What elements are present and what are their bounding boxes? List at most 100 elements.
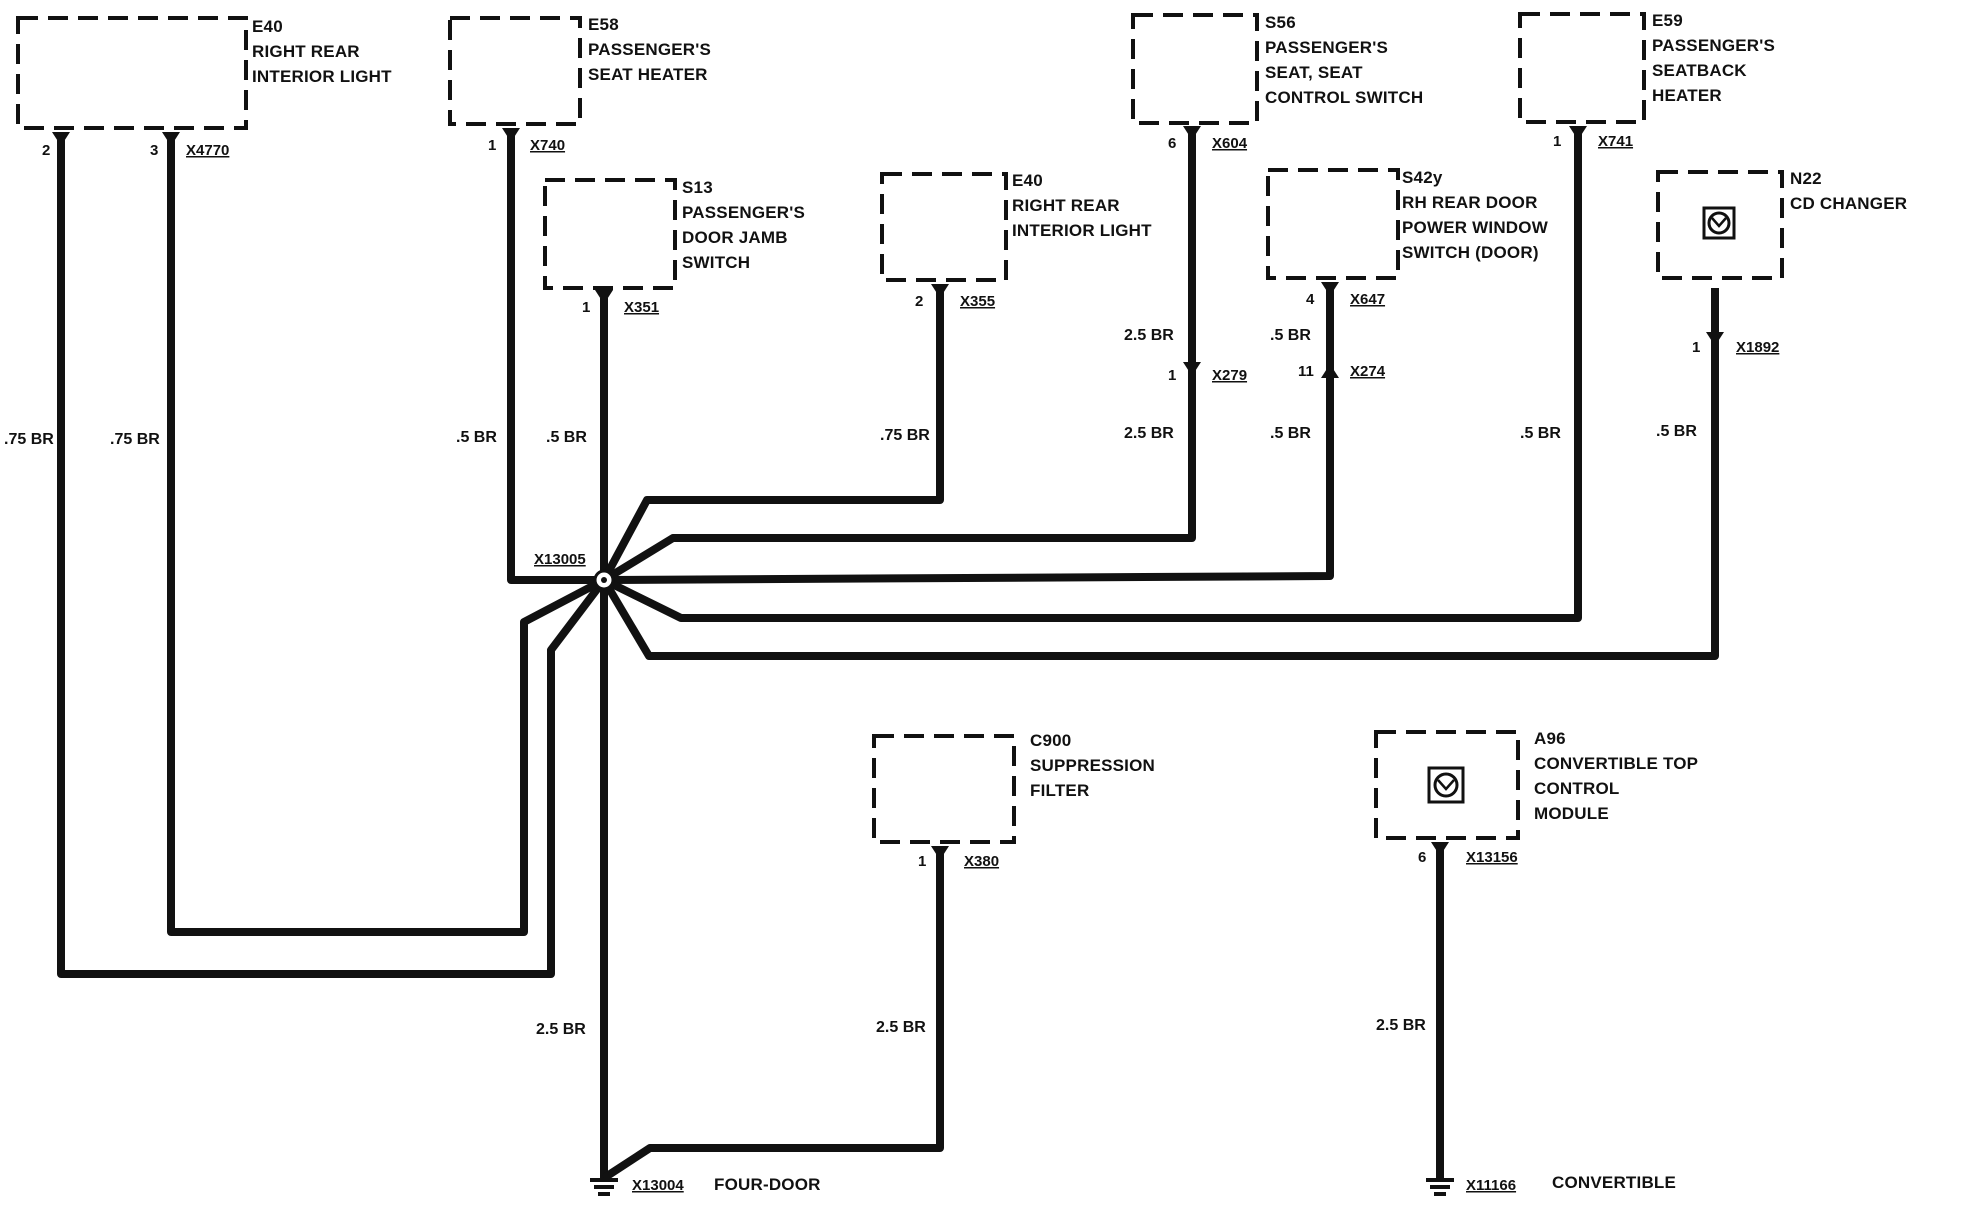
a96-line3: MODULE	[1534, 804, 1609, 823]
gauge-w7a: .5 BR	[1270, 327, 1311, 344]
e40b-box	[880, 172, 1008, 282]
n22-module-icon	[1702, 206, 1736, 240]
c900-line1: SUPPRESSION	[1030, 756, 1155, 775]
connector-x11166: X11166	[1466, 1177, 1516, 1194]
s13-line1: PASSENGER'S	[682, 203, 805, 222]
a96-line2: CONTROL	[1534, 779, 1619, 798]
e59-line3: HEATER	[1652, 86, 1722, 105]
e40a-id: E40	[252, 17, 283, 36]
gauge-w6a: 2.5 BR	[1124, 327, 1174, 344]
s56-line2: SEAT, SEAT	[1265, 63, 1363, 82]
s42y-box	[1266, 168, 1400, 280]
pin-e40b-2: 2	[915, 293, 923, 310]
gauge-w5: .75 BR	[880, 427, 930, 444]
gauge-w9: .5 BR	[1656, 423, 1697, 440]
pin-n22-1: 1	[1692, 339, 1700, 356]
e59-line2: SEATBACK	[1652, 61, 1747, 80]
wire-c900	[601, 852, 944, 1182]
s42y-line2: POWER WINDOW	[1402, 218, 1549, 237]
s13-id: S13	[682, 178, 713, 197]
s56-id: S56	[1265, 13, 1296, 32]
ground-label-four-door: FOUR-DOOR	[714, 1175, 821, 1194]
s42y-line1: RH REAR DOOR	[1402, 193, 1538, 212]
connector-x13156: X13156	[1466, 849, 1518, 866]
pin-e58-1: 1	[488, 137, 496, 154]
gauge-w1: .75 BR	[4, 431, 54, 448]
gauge-w8: .5 BR	[1520, 425, 1561, 442]
pin-e59-1: 1	[1553, 133, 1561, 150]
gauge-w10: 2.5 BR	[536, 1021, 586, 1038]
pin-e40a-3: 3	[150, 142, 158, 159]
a96-box	[1374, 730, 1520, 840]
n22-id: N22	[1790, 169, 1822, 188]
pin-c900-1: 1	[918, 853, 926, 870]
s56-box	[1131, 13, 1259, 125]
wire-e40a-pin3	[167, 140, 606, 936]
ground-icon-x11166	[1426, 1178, 1454, 1196]
gauge-w4: .5 BR	[546, 429, 587, 446]
gauge-w2: .75 BR	[110, 431, 160, 448]
n22-line1: CD CHANGER	[1790, 194, 1907, 213]
e40a-line1: RIGHT REAR	[252, 42, 360, 61]
e58-line1: PASSENGER'S	[588, 40, 711, 59]
e40b-line1: RIGHT REAR	[1012, 196, 1120, 215]
s42y-id: S42y	[1402, 168, 1443, 187]
wire-e58	[507, 134, 604, 584]
connector-x380: X380	[964, 853, 999, 870]
pin-x279-1: 1	[1168, 367, 1176, 384]
pin-x274-11: 11	[1298, 363, 1314, 380]
n22-box	[1656, 170, 1784, 280]
a96-line1: CONVERTIBLE TOP	[1534, 754, 1698, 773]
wire-e40b	[600, 290, 944, 582]
pin-a96-6: 6	[1418, 849, 1426, 866]
pin-s56-6: 6	[1168, 135, 1176, 152]
connector-arrows	[52, 126, 1724, 860]
ground-icon-x13004	[590, 1178, 618, 1196]
wire-n22	[600, 288, 1719, 660]
gauge-w6b: 2.5 BR	[1124, 425, 1174, 442]
e40b-line2: INTERIOR LIGHT	[1012, 221, 1152, 240]
pin-s42y-4: 4	[1306, 291, 1315, 308]
e59-line1: PASSENGER'S	[1652, 36, 1775, 55]
e58-box	[448, 16, 582, 126]
e40a-line2: INTERIOR LIGHT	[252, 67, 392, 86]
connector-x351: X351	[624, 299, 659, 316]
connector-x741: X741	[1598, 133, 1633, 150]
pin-s13-1: 1	[582, 299, 590, 316]
gauge-w12: 2.5 BR	[1376, 1017, 1426, 1034]
c900-box	[872, 734, 1016, 844]
s13-box	[543, 178, 677, 290]
connector-x355: X355	[960, 293, 995, 310]
connector-x13004: X13004	[632, 1177, 684, 1194]
wires	[57, 132, 1719, 1182]
wire-e40a-pin2	[57, 140, 608, 978]
gauge-w11: 2.5 BR	[876, 1019, 926, 1036]
e58-line2: SEAT HEATER	[588, 65, 708, 84]
c900-id: C900	[1030, 731, 1071, 750]
wire-s42y	[603, 288, 1334, 584]
s56-line3: CONTROL SWITCH	[1265, 88, 1423, 107]
gauge-w3: .5 BR	[456, 429, 497, 446]
e59-id: E59	[1652, 11, 1683, 30]
wire-e59	[602, 132, 1582, 622]
ground-label-convertible: CONVERTIBLE	[1552, 1173, 1676, 1192]
connector-x279: X279	[1212, 367, 1247, 384]
connector-x4770: X4770	[186, 142, 229, 159]
wire-s56	[601, 132, 1196, 584]
e58-id: E58	[588, 15, 619, 34]
pin-e40a-2: 2	[42, 142, 50, 159]
connector-x13005: X13005	[534, 551, 586, 568]
c900-line2: FILTER	[1030, 781, 1089, 800]
e59-box	[1518, 12, 1646, 124]
connector-x604: X604	[1212, 135, 1248, 152]
e40a-box	[16, 16, 248, 130]
a96-id: A96	[1534, 729, 1566, 748]
s56-line1: PASSENGER'S	[1265, 38, 1388, 57]
connector-x274: X274	[1350, 363, 1386, 380]
s13-line3: SWITCH	[682, 253, 750, 272]
e40b-id: E40	[1012, 171, 1043, 190]
connector-x740: X740	[530, 137, 565, 154]
s13-line2: DOOR JAMB	[682, 228, 788, 247]
connector-x1892: X1892	[1736, 339, 1779, 356]
